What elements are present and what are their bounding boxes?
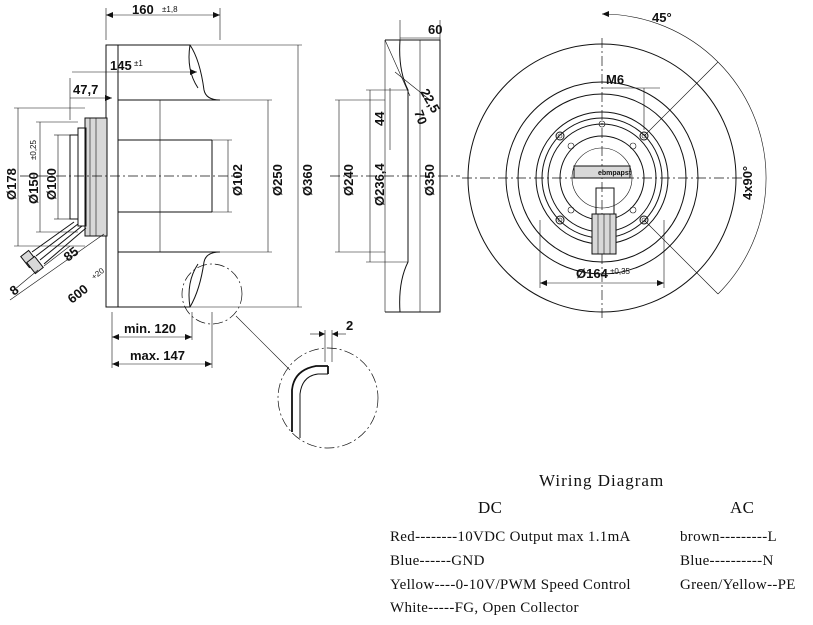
dc-line-yellow: Yellow----0-10V/PWM Speed Control [390, 577, 631, 593]
dim-dia-164: Ø164 [576, 266, 609, 281]
dim-width-60: 60 [428, 22, 442, 37]
dim-dia-100: Ø100 [44, 168, 59, 200]
dim-dia-150-tol: ±0,25 [29, 139, 38, 160]
dim-overall-length-tol: ±1,8 [162, 5, 178, 14]
wiring-title: Wiring Diagram [539, 471, 665, 490]
angle-45-label: 45° [652, 10, 672, 25]
thread-m6-label: M6 [606, 72, 624, 87]
profile-view: 60 22,5 70 Ø240 Ø236,4 44 Ø350 [330, 20, 460, 313]
dc-header: DC [478, 498, 503, 517]
dim-min-120: min. 120 [124, 321, 176, 336]
ac-line-blue: Blue----------N [680, 553, 774, 569]
dim-inner-length-tol: ±1 [134, 59, 143, 68]
dim-dia-102: Ø102 [230, 164, 245, 196]
front-view: ebmpapst 45° 4x90° M6 Ø164 ±0,35 [462, 10, 767, 318]
dim-hub-offset: 47,7 [73, 82, 98, 97]
cable-bundle [20, 221, 87, 275]
dim-dia-236: Ø236,4 [372, 163, 387, 206]
holes-4x90-label: 4x90° [740, 166, 755, 200]
ac-header: AC [730, 498, 755, 517]
dim-dia-240: Ø240 [341, 164, 356, 196]
ac-line-green-yellow: Green/Yellow--PE [680, 577, 796, 593]
dim-inner-length: 145 [110, 58, 132, 73]
dim-max-147: max. 147 [130, 348, 185, 363]
detail-view: 2 [277, 318, 379, 449]
ac-line-brown: brown---------L [680, 529, 777, 545]
detail-gap-label: 2 [346, 318, 353, 333]
brand-label: ebmpapst [598, 170, 632, 177]
dim-dia-350: Ø350 [422, 164, 437, 196]
dim-overall-length: 160 [132, 2, 154, 17]
dim-dia-360: Ø360 [300, 164, 315, 196]
dim-dia-164-tol: ±0,35 [610, 267, 631, 276]
dim-dia-250: Ø250 [270, 164, 285, 196]
dim-70: 70 [411, 108, 430, 127]
dc-line-red: Red--------10VDC Output max 1.1mA [390, 529, 631, 545]
dim-dia-178: Ø178 [4, 168, 19, 200]
dim-44: 44 [372, 111, 387, 126]
dc-line-blue: Blue------GND [390, 553, 485, 569]
dim-dia-150: Ø150 [26, 172, 41, 204]
dc-line-white: White-----FG, Open Collector [390, 600, 579, 616]
